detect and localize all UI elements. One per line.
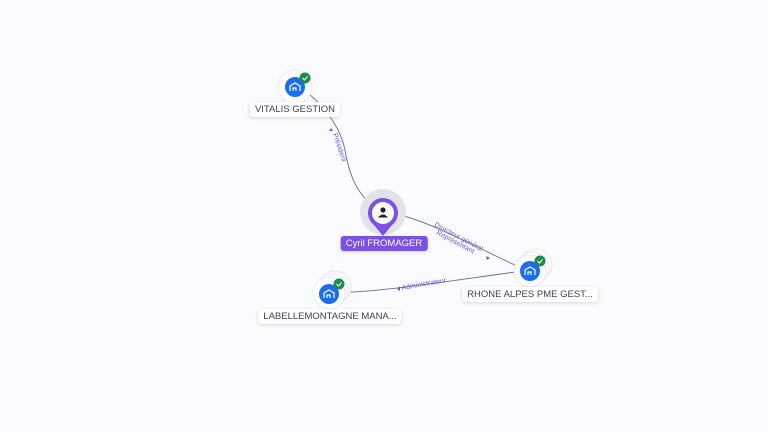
node-rhone[interactable]: [513, 248, 553, 288]
arrow-icon: [329, 128, 333, 131]
verified-icon: [299, 72, 311, 84]
node-label-rhone[interactable]: RHONE ALPES PME GEST...: [462, 287, 598, 302]
node-label-labelle[interactable]: LABELLEMONTAGNE MANA...: [258, 309, 402, 324]
node-vitalis[interactable]: [277, 69, 313, 105]
building-icon: [520, 261, 540, 281]
arrow-icon: [486, 256, 490, 260]
node-cyril[interactable]: [360, 189, 406, 236]
node-labelle[interactable]: [312, 270, 352, 310]
arrow-icon: [397, 286, 400, 291]
verified-icon: [534, 255, 546, 267]
building-icon: [319, 284, 339, 304]
verified-icon: [333, 278, 345, 290]
building-icon: [285, 77, 305, 97]
user-icon: [378, 207, 388, 218]
node-label-cyril[interactable]: Cyril FROMAGER: [340, 236, 428, 251]
node-label-vitalis[interactable]: VITALIS GESTION: [249, 102, 341, 117]
edge-label-administrateur: Administrateur: [401, 277, 447, 292]
